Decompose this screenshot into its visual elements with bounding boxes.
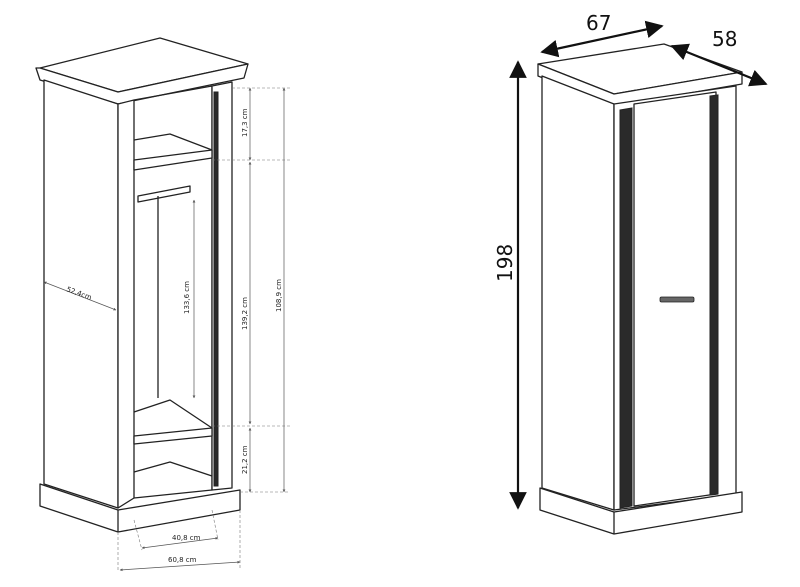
dim-line-inner-width xyxy=(141,536,219,550)
interior-bottom-depth xyxy=(133,461,213,477)
exterior-door-shadow-left xyxy=(619,107,633,509)
dim-line-depth xyxy=(43,281,117,311)
interior-dimension-lines xyxy=(43,87,290,572)
interior-shelf-depth xyxy=(133,133,213,151)
interior-door-edge xyxy=(213,91,219,487)
dim-line-outer-width xyxy=(119,560,241,572)
label-top-shelf-gap: 17,3 cm xyxy=(241,108,249,137)
door-handle[interactable] xyxy=(659,296,695,303)
label-hanging-space: 139,2 cm xyxy=(241,297,249,330)
exterior-side-panel xyxy=(541,75,615,511)
label-inner-height: 108,9 cm xyxy=(275,279,283,312)
interior-lower-shelf-depth xyxy=(133,399,213,429)
interior-front-stile xyxy=(117,99,135,509)
label-bottom-gap: 21,2 cm xyxy=(241,445,249,474)
exterior-wardrobe xyxy=(537,43,743,535)
label-outer-width: 60,8 cm xyxy=(168,556,197,564)
arrow-depth xyxy=(670,43,768,87)
interior-hanging-rail xyxy=(137,185,191,203)
interior-wardrobe xyxy=(35,37,249,533)
label-width: 67 xyxy=(586,11,611,35)
label-height: 198 xyxy=(493,244,517,282)
interior-upper-shelf xyxy=(133,149,213,171)
label-rail-height: 133,6 cm xyxy=(183,281,191,314)
label-inner-width: 40,8 cm xyxy=(172,534,201,542)
exterior-door-edge-right xyxy=(709,94,719,496)
exterior-dimension-arrows xyxy=(509,20,768,510)
label-depth: 58 xyxy=(712,27,737,51)
arrow-width xyxy=(540,20,664,58)
interior-lower-shelf xyxy=(133,427,213,445)
